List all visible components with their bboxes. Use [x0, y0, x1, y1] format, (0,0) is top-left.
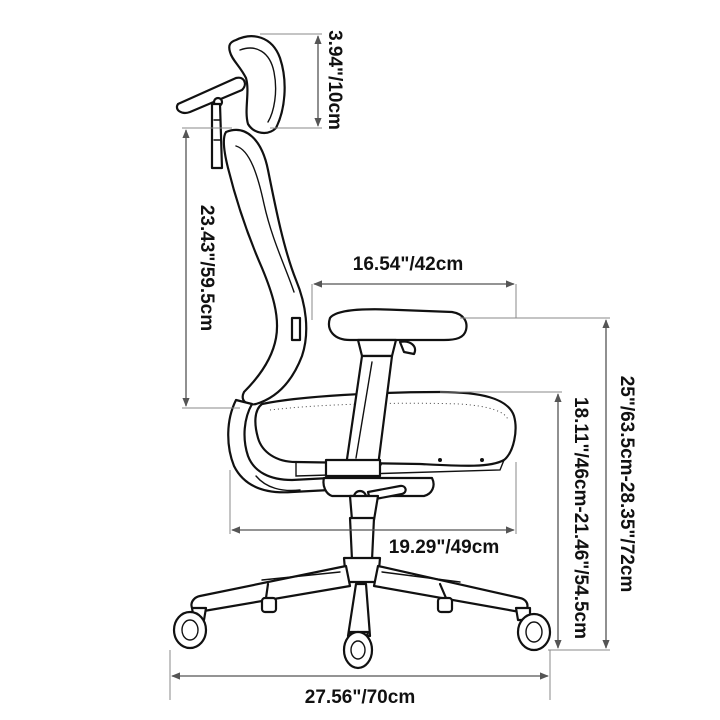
backrest-height-label: 23.43"/59.5cm [196, 205, 217, 331]
tilt-mechanism [322, 476, 435, 522]
armrest [324, 308, 468, 478]
headrest [175, 35, 286, 170]
armrest-span-label: 16.54"/42cm [353, 254, 463, 275]
base-width-label: 27.56"/70cm [305, 687, 415, 708]
star-base [190, 564, 529, 638]
overall-height-label: 25"/63.5cm-28.35"/72cm [616, 376, 637, 593]
gas-cylinder [342, 516, 382, 584]
backrest [222, 129, 308, 406]
headrest-adjust-label: 3.94"/10cm [324, 30, 345, 130]
seat-height-label: 18.11"/46cm-21.46"/54.5cm [570, 397, 591, 639]
extension-lines [169, 33, 610, 700]
office-chair-illustration [172, 35, 552, 670]
seat-depth-label: 19.29"/49cm [389, 537, 499, 558]
caster-wheels [172, 596, 552, 670]
dimension-lines [171, 35, 610, 680]
dimension-labels: 3.94"/10cm 23.43"/59.5cm 16.54"/42cm 19.… [196, 30, 637, 708]
